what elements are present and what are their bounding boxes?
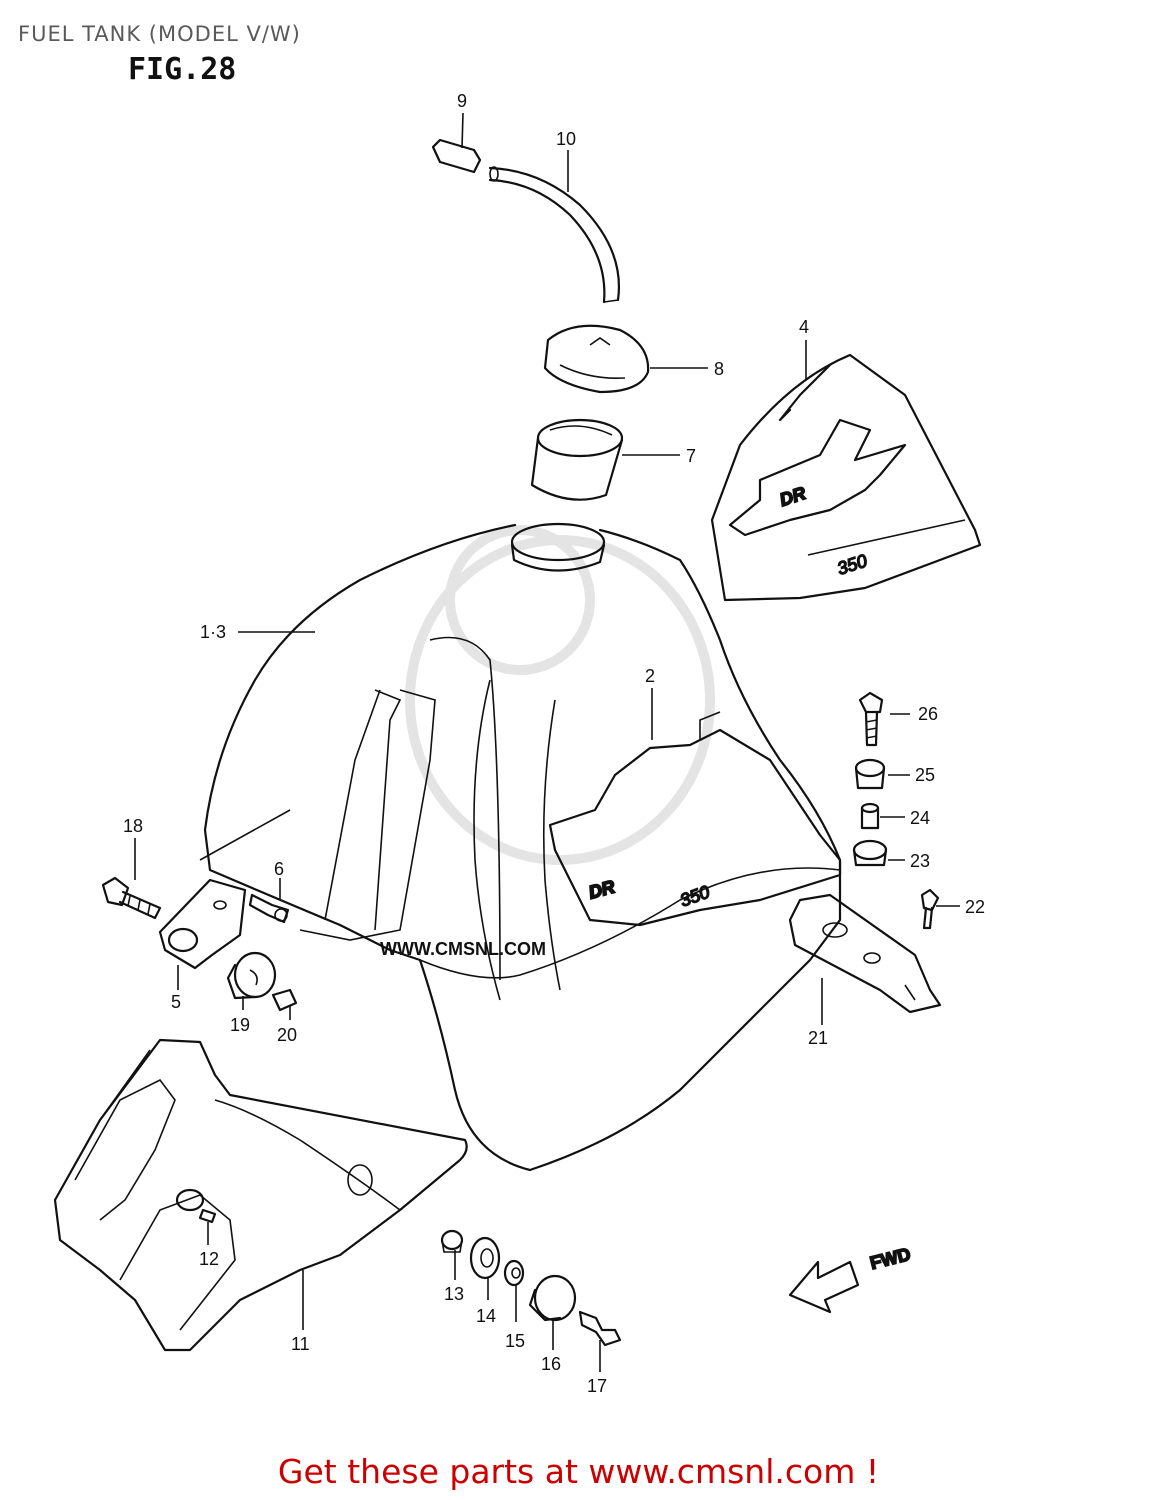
part-23-cushion[interactable] [852,839,888,867]
part-6-bolt[interactable] [248,893,290,924]
part-24-collar[interactable] [860,802,880,830]
callout-9: 9 [457,91,467,111]
part-10-hose[interactable] [488,166,620,304]
diagram-title: FUEL TANK (MODEL V/W) [18,22,301,46]
callout-1-3: 1·3 [200,622,226,642]
callout-labels: 1·3 2 4 5 6 7 8 9 10 11 12 13 14 15 16 1… [123,91,985,1396]
callout-22: 22 [965,897,985,917]
decal-2-model-text: DR [587,877,617,903]
part-14-washer[interactable] [469,1236,501,1280]
callout-23: 23 [910,851,930,871]
part-2-tank-decal[interactable]: DR 350 [548,711,842,927]
callout-16: 16 [541,1354,561,1374]
part-1-3-fuel-tank[interactable] [199,522,842,1172]
leader-lines [134,112,960,1372]
fwd-label: FWD [868,1244,913,1273]
callout-11: 11 [291,1334,310,1354]
callout-14: 14 [476,1306,496,1326]
callout-6: 6 [274,859,284,879]
part-9-fitting[interactable] [431,138,482,174]
part-21-bracket[interactable] [788,893,942,1014]
part-20-collar[interactable] [271,988,298,1012]
part-8-fuel-cap[interactable] [543,324,650,394]
part-22-bolt[interactable] [920,888,940,930]
figure-number: FIG.28 [128,52,237,87]
callout-20: 20 [277,1025,297,1045]
callout-10: 10 [556,129,576,149]
callout-21: 21 [808,1028,828,1048]
decal-2-displacement-text: 350 [677,882,712,911]
callout-19: 19 [230,1015,250,1035]
decal-4-model-text: DR [777,483,808,510]
part-7-filler-neck[interactable] [530,418,624,501]
part-18-bolt[interactable] [101,876,162,920]
decal-4-displacement-text: 350 [835,551,870,579]
callout-18: 18 [123,816,143,836]
callout-12: 12 [199,1249,219,1269]
callout-13: 13 [444,1284,464,1304]
part-13-collar[interactable] [440,1229,464,1253]
footer-link[interactable]: Get these parts at www.cmsnl.com ! [277,1452,880,1491]
fwd-arrow-icon: FWD [788,1243,913,1314]
callout-5: 5 [171,992,181,1012]
part-17-bolt[interactable] [578,1310,622,1347]
callout-2: 2 [645,666,655,686]
watermark-text: WWW.CMSNL.COM [380,939,546,959]
watermark: WWW.CMSNL.COM [380,525,715,959]
part-11-side-cover[interactable] [53,1038,468,1352]
callout-24: 24 [910,808,930,828]
part-15-washer[interactable] [503,1259,525,1287]
part-12-screw[interactable] [175,1188,217,1224]
part-16-cushion[interactable] [528,1274,577,1322]
callout-15: 15 [505,1331,525,1351]
callout-8: 8 [714,359,724,379]
callout-26: 26 [918,704,938,724]
part-5-bracket[interactable] [158,878,247,970]
callout-25: 25 [915,765,935,785]
callout-17: 17 [587,1376,607,1396]
part-26-bolt[interactable] [858,691,884,747]
callout-4: 4 [799,317,809,337]
part-4-decal[interactable]: DR 350 [710,353,982,602]
callout-7: 7 [686,446,696,466]
part-25-nut[interactable] [854,758,886,790]
part-19-cushion[interactable] [226,951,277,1000]
